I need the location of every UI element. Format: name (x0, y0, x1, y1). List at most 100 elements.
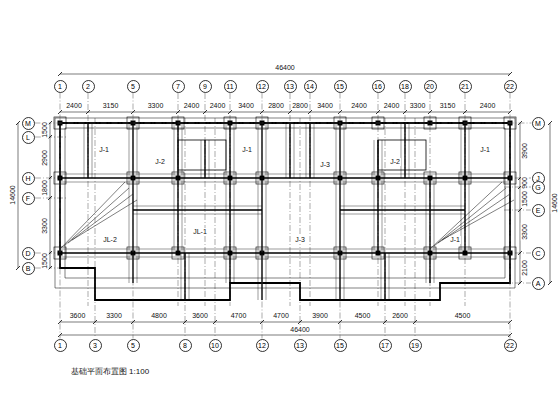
axis-bubble: B (22, 262, 35, 275)
axis-line (133, 93, 134, 339)
footing-mark: J-1 (241, 146, 253, 154)
axis-number: M (532, 117, 545, 130)
axis-bubble: C (532, 247, 545, 260)
axis-number: 18 (399, 80, 412, 93)
dimension-text: 2400 (209, 102, 227, 110)
dimension-text: 3900 (311, 312, 329, 320)
axis-bubble: 8 (179, 339, 192, 352)
dimension-text: 2400 (479, 102, 497, 110)
dimension-text: 2100 (521, 259, 529, 277)
axis-number: H (22, 172, 35, 185)
dimension-text: 1500 (41, 121, 49, 139)
axis-number: 1 (54, 339, 67, 352)
footing-mark: J-1 (449, 236, 461, 244)
axis-number: B (22, 262, 35, 275)
axis-number: 7 (172, 80, 185, 93)
axis-number: 8 (179, 339, 192, 352)
dimension-text: 2800 (267, 102, 285, 110)
dimension-text: 4700 (272, 312, 290, 320)
axis-bubble: M (22, 117, 35, 130)
axis-line (340, 93, 341, 339)
axis-number: 15 (334, 339, 347, 352)
axis-number: 16 (372, 80, 385, 93)
dimension-text: 14600 (551, 192, 559, 213)
axis-number: 19 (409, 339, 422, 352)
axis-bubble: 12 (256, 339, 269, 352)
axis-number: 17 (379, 339, 392, 352)
dimension-text: 2800 (291, 102, 309, 110)
axis-line (60, 93, 61, 339)
dimension-text: 3300 (105, 312, 123, 320)
dimension-text: 3300 (41, 217, 49, 235)
axis-number: 14 (304, 80, 317, 93)
axis-bubble: M (532, 117, 545, 130)
dimension-text: 3600 (191, 312, 209, 320)
axis-line (262, 93, 263, 339)
footing-mark: J-3 (294, 236, 306, 244)
dimension-text: 1500 (521, 190, 529, 208)
axis-number: 10 (209, 339, 222, 352)
axis-bubble: 22 (504, 339, 517, 352)
axis-bubble: 14 (304, 80, 317, 93)
axis-line (35, 123, 532, 124)
axis-bubble: D (22, 247, 35, 260)
axis-bubble: 13 (294, 339, 307, 352)
axis-bubble: 7 (172, 80, 185, 93)
axis-number: 12 (256, 80, 269, 93)
dimension-text: 1800 (41, 179, 49, 197)
axis-bubble: 19 (409, 339, 422, 352)
dimension-text: 900 (521, 176, 529, 190)
axis-bubble: 9 (199, 80, 212, 93)
axis-bubble: 3 (89, 339, 102, 352)
axis-bubble: 18 (399, 80, 412, 93)
axis-bubble: 15 (334, 339, 347, 352)
plan-lines (16, 72, 552, 338)
axis-bubble: 10 (209, 339, 222, 352)
axis-bubble: E (532, 204, 545, 217)
axis-number: M (22, 117, 35, 130)
dimension-text: 2400 (65, 102, 83, 110)
axis-number: 3 (89, 339, 102, 352)
axis-line (510, 93, 511, 339)
dimension-text: 3300 (147, 102, 165, 110)
dimension-text: 4700 (230, 312, 248, 320)
dimension-text: 3300 (521, 223, 529, 241)
axis-number: G (532, 181, 545, 194)
dimension-text: 2600 (391, 312, 409, 320)
dimension-text: 4800 (150, 312, 168, 320)
footing-mark: J-1 (479, 146, 491, 154)
axis-bubble: L (22, 131, 35, 144)
axis-number: 20 (424, 80, 437, 93)
dimension-text: 2400 (183, 102, 201, 110)
dimension-text: 3300 (409, 102, 427, 110)
axis-number: C (532, 247, 545, 260)
axis-number: 12 (256, 339, 269, 352)
axis-number: 22 (504, 339, 517, 352)
dimension-text: 3600 (69, 312, 87, 320)
axis-bubble: 5 (127, 339, 140, 352)
axis-bubble: A (532, 277, 545, 290)
dimension-text: 3900 (521, 142, 529, 160)
axis-bubble: H (22, 172, 35, 185)
axis-number: 15 (334, 80, 347, 93)
axis-bubble: 16 (372, 80, 385, 93)
axis-number: 22 (504, 80, 517, 93)
footing-mark: J-2 (154, 158, 166, 166)
axis-number: L (22, 131, 35, 144)
axis-bubble: 1 (54, 339, 67, 352)
axis-number: 13 (284, 80, 297, 93)
dimension-text: 2400 (383, 102, 401, 110)
axis-number: 21 (459, 80, 472, 93)
axis-number: F (22, 192, 35, 205)
axis-number: 2 (82, 80, 95, 93)
axis-bubble: G (532, 181, 545, 194)
axis-bubble: 1 (54, 80, 67, 93)
axis-bubble: 22 (504, 80, 517, 93)
dimension-text: 3150 (102, 102, 120, 110)
axis-bubble: 5 (127, 80, 140, 93)
dimension-text: 1500 (41, 252, 49, 270)
axis-number: 13 (294, 339, 307, 352)
